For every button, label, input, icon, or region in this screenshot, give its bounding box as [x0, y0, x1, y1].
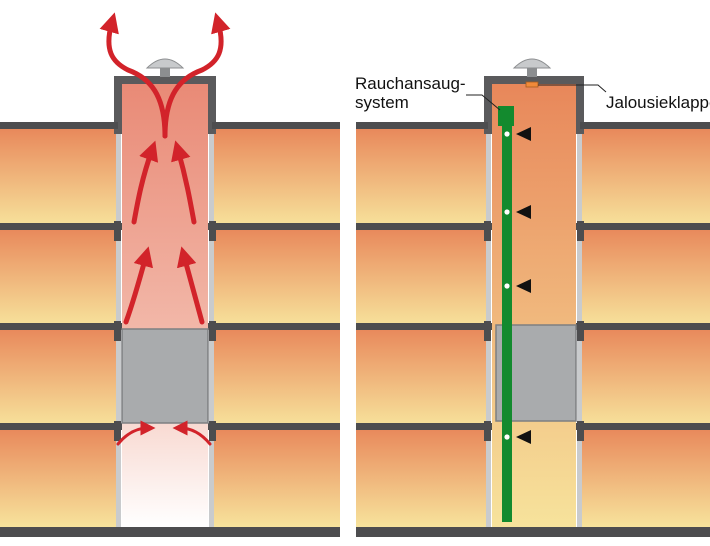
right-floor-slab [356, 423, 492, 430]
right-shaft-roof [484, 76, 584, 84]
suction-system-label-line1: Rauchansaug- [355, 74, 466, 93]
right-floor-band [356, 227, 488, 327]
left-floor-band [0, 327, 117, 427]
louvre-flap-leader-line [538, 84, 607, 93]
right-floor-slab [356, 323, 492, 330]
right-door-jamb [577, 321, 584, 341]
left-door-jamb [209, 321, 216, 341]
suction-unit [498, 106, 514, 126]
left-door-jamb [209, 421, 216, 441]
left-floor-band [0, 227, 117, 327]
left-floor-band [212, 127, 340, 227]
mushroom-vent-icon [512, 58, 552, 77]
right-door-jamb [484, 321, 491, 341]
suction-arrow-icon [516, 127, 531, 141]
right-floor-slab [356, 223, 492, 230]
suction-system-leader-line [466, 94, 501, 111]
louvre-flap-label: Jalousieklappe [606, 93, 710, 112]
right-floor-slab [580, 122, 710, 129]
right-floor-band [580, 127, 710, 227]
left-shaft-roof [114, 76, 216, 84]
left-shaft-wall [114, 76, 122, 134]
left-scene-natural-smoke-flow [0, 12, 340, 537]
smoke-arrow-icon [131, 140, 159, 225]
right-floor-band [356, 127, 488, 227]
suction-hole [504, 283, 510, 289]
right-door-jamb [577, 221, 584, 241]
right-floor-band [580, 427, 710, 527]
right-floor-slab [576, 223, 710, 230]
right-floor-slab [576, 423, 710, 430]
left-shaft-interior [122, 84, 208, 527]
smoke-inflow-arrow-icon [172, 420, 212, 446]
louvre-flap [525, 81, 539, 88]
suction-pipe [502, 120, 512, 522]
right-floor-band [356, 327, 488, 427]
right-floor-slab [356, 122, 488, 129]
right-floor-band [580, 227, 710, 327]
left-elevator-cabin [121, 328, 209, 424]
left-floor-slab [0, 323, 122, 330]
right-ground-slab [356, 527, 710, 537]
right-shaft-wall [576, 76, 584, 134]
left-floor-slab [208, 423, 340, 430]
smoke-arrow-icon [162, 12, 231, 139]
suction-hole [504, 209, 510, 215]
right-floor-band [356, 427, 488, 527]
right-floor-band [580, 327, 710, 427]
suction-arrow-icon [516, 430, 531, 444]
left-floor-band [212, 227, 340, 327]
mushroom-vent-icon [145, 58, 185, 77]
suction-hole [504, 434, 510, 440]
right-shaft-wall [484, 76, 492, 134]
left-floor-band [212, 327, 340, 427]
left-floor-slab [0, 423, 122, 430]
suction-hole [504, 131, 510, 137]
left-door-jamb [114, 221, 121, 241]
left-shaft-wall [208, 76, 216, 134]
left-floor-slab [208, 223, 340, 230]
left-floor-slab [0, 223, 122, 230]
right-door-jamb [484, 421, 491, 441]
left-floor-slab [208, 323, 340, 330]
right-door-jamb [484, 221, 491, 241]
right-door-jamb [577, 421, 584, 441]
suction-arrow-icon [516, 279, 531, 293]
suction-arrow-icon [516, 205, 531, 219]
smoke-arrow-icon [99, 12, 168, 139]
left-ground-slab [0, 527, 340, 537]
suction-system-label: Rauchansaug- system [355, 74, 466, 112]
smoke-arrow-icon [171, 140, 197, 225]
right-scene-smoke-aspiration [356, 58, 710, 537]
left-door-jamb [209, 221, 216, 241]
suction-system-label-line2: system [355, 93, 409, 112]
left-floor-slab [212, 122, 340, 129]
right-floor-slab [576, 323, 710, 330]
left-door-jamb [114, 421, 121, 441]
smoke-arrow-icon [176, 246, 205, 325]
left-floor-band [0, 427, 117, 527]
left-floor-band [0, 127, 117, 227]
smoke-inflow-arrow-icon [116, 420, 156, 446]
left-floor-slab [0, 122, 118, 129]
smoke-arrow-icon [123, 246, 154, 325]
left-floor-band [212, 427, 340, 527]
left-door-jamb [114, 321, 121, 341]
